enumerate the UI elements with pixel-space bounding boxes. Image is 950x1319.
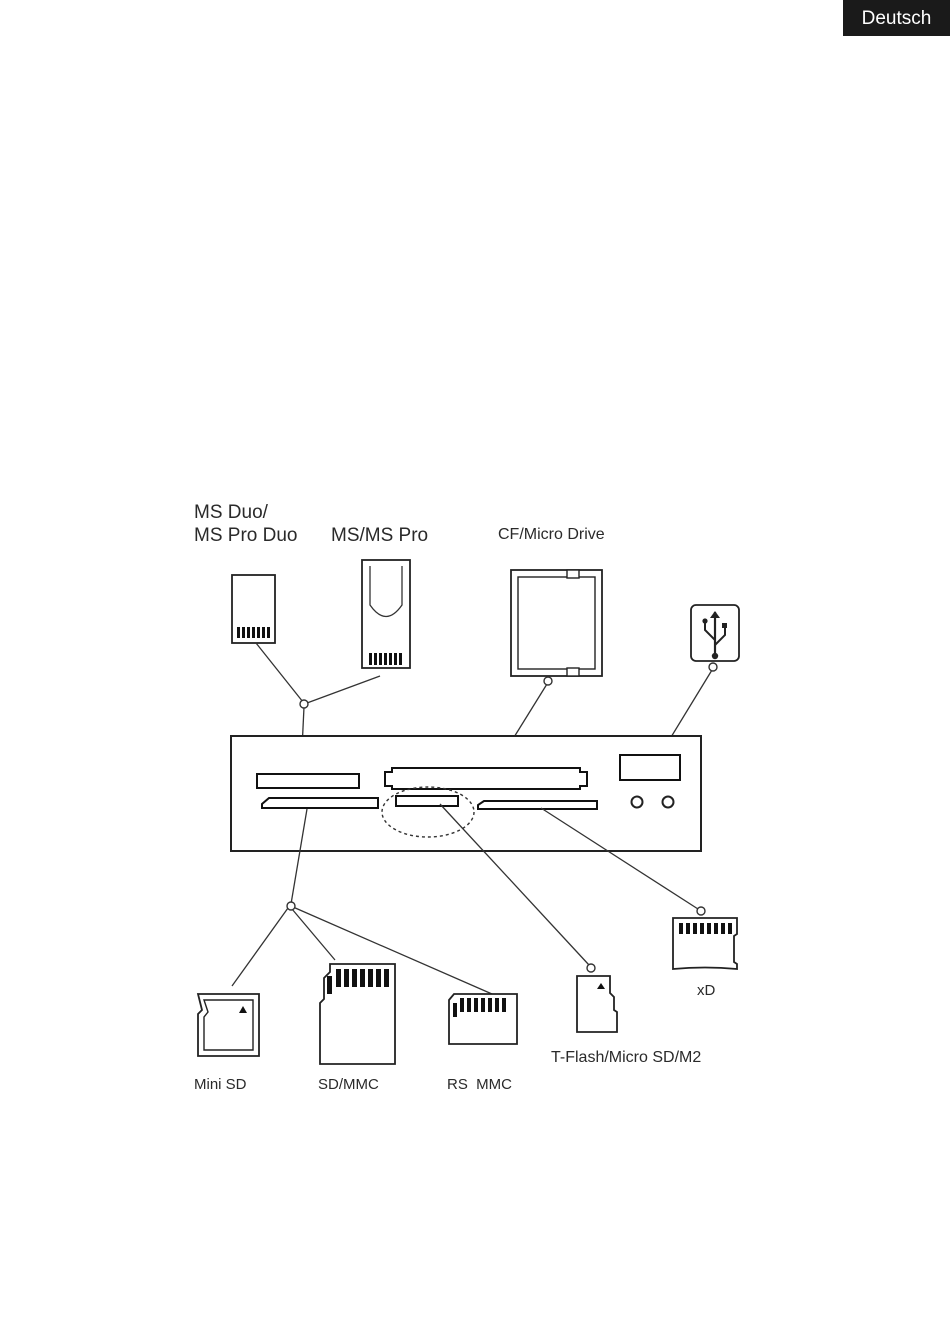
usb-port xyxy=(620,755,680,780)
led-right xyxy=(663,797,674,808)
xd-card-icon xyxy=(673,918,737,969)
sd-slot xyxy=(262,798,378,808)
ms-slot xyxy=(257,774,359,788)
node-ms xyxy=(300,700,308,708)
label-cf-micro-drive: CF/Micro Drive xyxy=(498,526,605,543)
label-sd-mmc: SD/MMC xyxy=(318,1076,379,1093)
node-sd xyxy=(287,902,295,910)
mini-sd-card-icon xyxy=(198,994,259,1056)
card-reader-panel xyxy=(231,736,701,851)
node-xd xyxy=(697,907,705,915)
cf-card-icon xyxy=(511,570,602,676)
ms-pro-card-icon xyxy=(362,560,410,668)
sd-mmc-card-icon xyxy=(320,964,395,1064)
label-ms-duo-line1: MS Duo/ xyxy=(194,502,269,523)
xd-slot xyxy=(478,801,597,809)
label-ms-pro: MS/MS Pro xyxy=(331,525,428,546)
usb-icon xyxy=(691,605,739,661)
label-mini-sd: Mini SD xyxy=(194,1076,247,1093)
micro-sd-slot xyxy=(396,796,458,806)
label-rs-mmc: RS MMC xyxy=(447,1076,512,1093)
node-usb xyxy=(709,663,717,671)
node-tflash xyxy=(587,964,595,972)
label-tflash: T-Flash/Micro SD/M2 xyxy=(551,1049,701,1066)
label-xd: xD xyxy=(697,982,716,999)
node-cf xyxy=(544,677,552,685)
led-left xyxy=(632,797,643,808)
label-ms-duo-line2: MS Pro Duo xyxy=(194,525,297,546)
tflash-card-icon xyxy=(577,976,617,1032)
rs-mmc-card-icon xyxy=(449,994,517,1044)
cf-slot xyxy=(385,768,587,789)
ms-duo-card-icon xyxy=(232,575,275,643)
